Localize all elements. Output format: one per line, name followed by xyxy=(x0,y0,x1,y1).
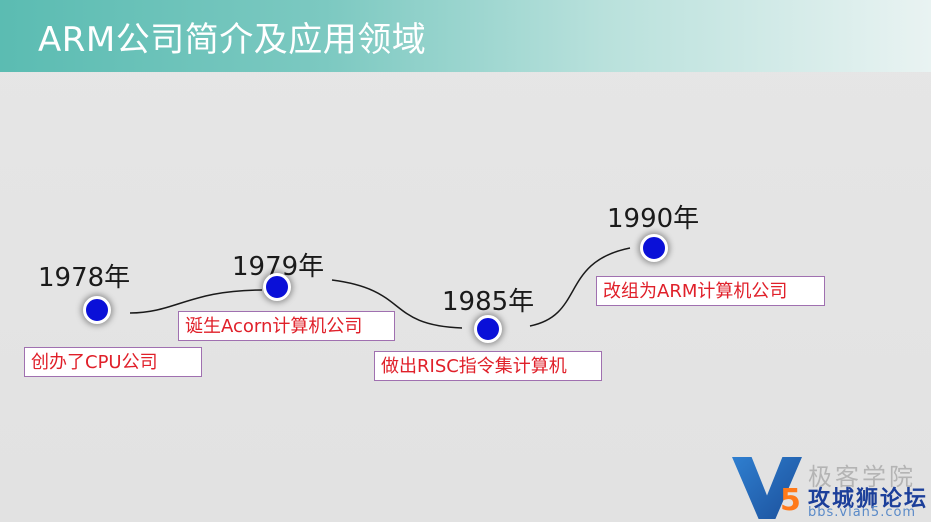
event-label-1978: 创办了CPU公司 xyxy=(24,347,202,377)
watermark-number: 5 xyxy=(780,483,801,518)
watermark-url: bbs.vlan5.com xyxy=(808,505,917,520)
event-label-1990: 改组为ARM计算机公司 xyxy=(596,276,825,306)
year-label-1985: 1985年 xyxy=(442,287,535,317)
watermark-text-top: 极客学院 xyxy=(808,463,916,491)
watermark: 5 极客学院 攻城狮论坛 bbs.vlan5.com xyxy=(728,455,931,522)
timeline-node-1985[interactable] xyxy=(474,315,502,343)
event-label-1985: 做出RISC指令集计算机 xyxy=(374,351,602,381)
slide-title: ARM公司简介及应用领域 xyxy=(38,20,427,60)
event-label-1979: 诞生Acorn计算机公司 xyxy=(178,311,395,341)
year-label-1978: 1978年 xyxy=(38,263,131,293)
connector-1979-1985 xyxy=(331,279,463,329)
connector-1978-1979 xyxy=(129,289,263,314)
timeline-node-1978[interactable] xyxy=(83,296,111,324)
watermark-brand: 攻城狮论坛 xyxy=(808,487,929,512)
year-label-1990: 1990年 xyxy=(607,204,700,234)
timeline-node-1979[interactable] xyxy=(263,273,291,301)
connector-1985-1990 xyxy=(529,247,631,327)
title-bar: ARM公司简介及应用领域 xyxy=(0,0,931,72)
timeline-node-1990[interactable] xyxy=(640,234,668,262)
